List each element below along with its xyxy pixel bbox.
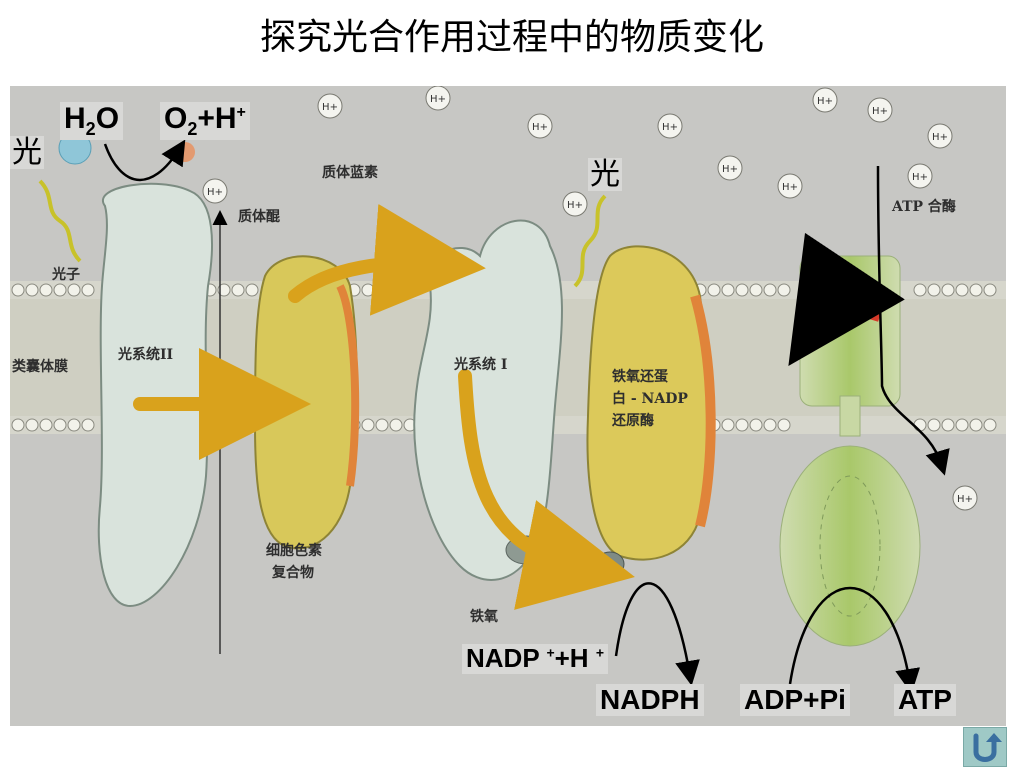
- water-formula: H2O: [60, 102, 124, 140]
- plastocyanin-label: 质体蓝素: [322, 165, 378, 181]
- adp-pi-formula: ADP+Pi: [740, 684, 850, 717]
- proton-label: H+: [872, 106, 888, 117]
- proton-label: H+: [532, 122, 548, 133]
- fnr-subunit-icon: [595, 551, 625, 577]
- u-turn-icon: [973, 733, 1002, 762]
- plastoquinone-label: 质体醌: [238, 209, 280, 225]
- oxygen-formula: O2+H+: [160, 102, 250, 140]
- proton-label: H+: [662, 122, 678, 133]
- photosystem-2-icon: [97, 182, 213, 608]
- photon-label: 光子: [52, 267, 80, 283]
- fnr-label-line3: 还原酶: [612, 413, 654, 429]
- light-wave-right-icon: [573, 194, 607, 288]
- cytochrome-label-line2: 复合物: [272, 565, 314, 581]
- nadph-formula: NADPH: [596, 684, 704, 717]
- fnr-label-line2: 白 - NADP: [612, 391, 688, 407]
- cytochrome-label-line1: 细胞色素: [266, 543, 322, 559]
- fnr-label-line1: 铁氧还蛋: [612, 369, 668, 385]
- light-label-left: 光: [10, 135, 44, 170]
- light-label-right: 光: [588, 157, 622, 192]
- atp-synthase-icon: [779, 232, 921, 647]
- return-button[interactable]: [963, 727, 1007, 767]
- photosystem-1-icon: [413, 219, 563, 581]
- reaction-arrows: [103, 139, 950, 694]
- atp-synthase-label: ATP 合酶: [892, 199, 956, 215]
- thylakoid-membrane-label: 类囊体膜: [12, 359, 68, 375]
- page-title: 探究光合作用过程中的物质变化: [259, 17, 764, 58]
- fnr-enzyme-icon: [586, 245, 709, 561]
- fnr-edge-icon: [690, 294, 716, 528]
- proton-label: H+: [932, 132, 948, 143]
- diagram-panel: H+ H+ H+ H+ H+ H+ H+ H+ H+ H+ H+ H+ H+ 光子 类囊体膜 光系统II…: [10, 86, 1006, 726]
- proton-label: H+: [782, 182, 798, 193]
- proton-label: H+: [207, 187, 223, 198]
- photosystem-1-label: 光系统 I: [454, 357, 508, 373]
- proton-label: H+: [430, 94, 446, 105]
- proton-label: H+: [722, 164, 738, 175]
- photosynthesis-diagram: H+ H+ H+ H+ H+ H+ H+ H+ H+ H+ H+ H+ H+: [10, 86, 1006, 694]
- electron-flow-arrows: [133, 203, 635, 610]
- light-wave-left-icon: [38, 179, 82, 263]
- proton-label: H+: [322, 102, 338, 113]
- proton-label: H+: [957, 494, 973, 505]
- ferredoxin-label: 铁氧: [470, 609, 498, 625]
- proton-bubbles: [202, 86, 978, 511]
- atp-formula: ATP: [894, 684, 956, 717]
- photosystem-2-label: 光系统II: [118, 347, 174, 363]
- proton-label: H+: [817, 96, 833, 107]
- proton-label: H+: [567, 200, 583, 211]
- proton-label: H+: [912, 172, 928, 183]
- cytochrome-edge-icon: [336, 284, 360, 487]
- nadp-formula: NADP ++H +: [462, 643, 608, 674]
